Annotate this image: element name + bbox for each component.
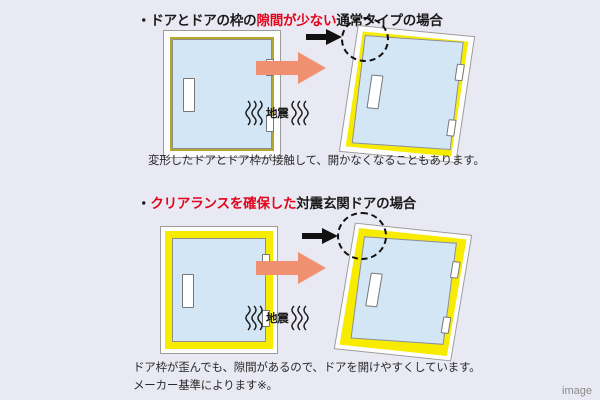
- section-1-transition-arrow: [256, 52, 326, 84]
- quake-wave-left-icon: [245, 305, 263, 331]
- door-hinge-bottom: [262, 310, 270, 327]
- section-1-before-door: [163, 30, 281, 158]
- door-handle: [183, 78, 195, 112]
- quake-wave-right-icon: [291, 100, 310, 126]
- section-1-quake-label: 地震: [245, 99, 310, 127]
- door-handle: [182, 274, 194, 308]
- quake-wave-right-icon: [291, 305, 310, 331]
- section-1-quake-text: 地震: [266, 108, 289, 120]
- section-2-transition-arrow: [256, 252, 326, 284]
- section-1-caption: 変形したドアとドア枠が接触して、開かなくなることもあります。: [148, 155, 485, 167]
- section-1-heading-highlight: 隙間が少ない: [256, 13, 337, 28]
- section-2-quake-text: 地震: [266, 313, 289, 325]
- quake-wave-left-icon: [245, 100, 263, 126]
- section-2-callout-circle: [337, 212, 387, 260]
- section-1-heading-pre: ドアとドアの枠の: [150, 13, 257, 28]
- section-2-heading-post: 対震玄関ドアの場合: [296, 196, 417, 211]
- section-2-caption-line-2: メーカー基準によります※。: [133, 380, 278, 392]
- section-1-heading: ・ドアとドアの枠の隙間が少ない通常タイプの場合: [137, 9, 443, 29]
- door-hinge-bottom: [266, 115, 274, 132]
- section-1-heading-bullet: ・: [137, 13, 151, 28]
- image-watermark-label: image: [562, 385, 592, 397]
- section-1-pointer-arrow: [306, 28, 342, 46]
- section-2-before-door: [160, 226, 278, 354]
- section-2-heading-highlight: クリアランスを確保した: [150, 196, 297, 211]
- section-2-caption-line-1: ドア枠が歪んでも、隙間があるので、ドアを開けやすくしています。: [133, 362, 481, 374]
- section-2-pointer-arrow: [302, 227, 338, 245]
- section-2-heading-bullet: ・: [137, 196, 151, 211]
- section-2-quake-label: 地震: [245, 304, 310, 332]
- section-1-callout-circle: [341, 17, 389, 62]
- section-2-heading: ・クリアランスを確保した対震玄関ドアの場合: [137, 192, 416, 212]
